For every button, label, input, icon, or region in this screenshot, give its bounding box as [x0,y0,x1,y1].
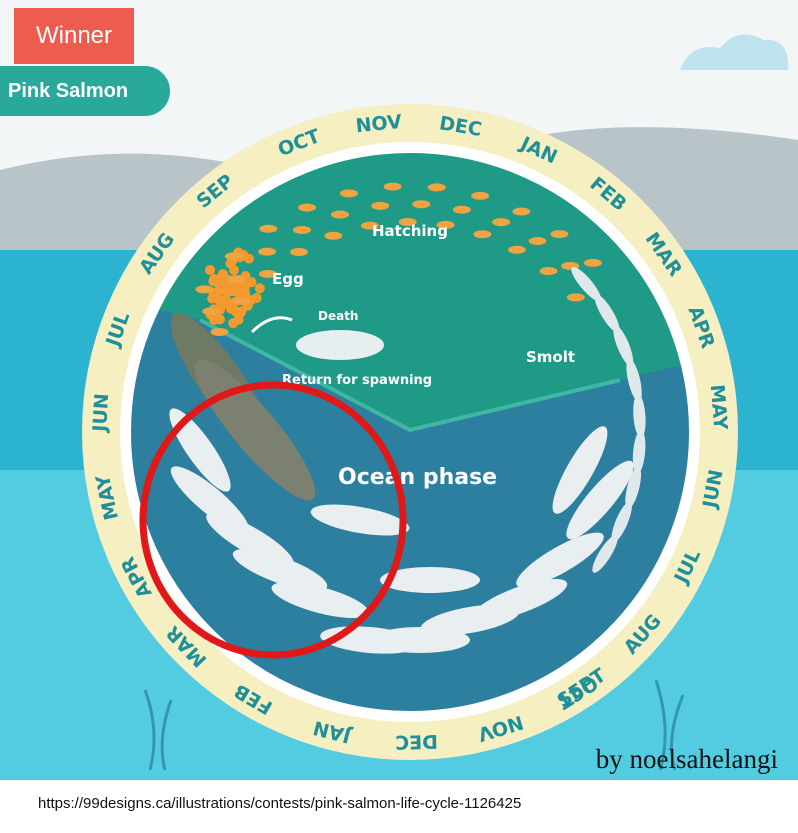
fry [293,226,311,234]
egg [205,265,215,275]
fry [210,328,228,336]
stage-egg: Egg [272,270,304,288]
fry [225,252,243,260]
fry [567,293,585,301]
month-label: DEC [395,730,438,753]
fry [371,202,389,210]
fry [508,246,526,254]
fry [428,183,446,191]
fry [259,225,277,233]
egg [221,285,231,295]
fry [529,237,547,245]
stage-smolt: Smolt [526,348,575,366]
stage-ocean: Ocean phase [338,465,497,490]
fry [584,259,602,267]
fry [471,192,489,200]
fry [550,230,568,238]
artist-credit: by noelsahelangi [596,744,778,775]
fry [331,211,349,219]
species-badge: Pink Salmon [0,66,170,116]
fry [195,285,213,293]
fry [512,208,530,216]
fry [340,189,358,197]
stage-hatching: Hatching [372,222,448,240]
fry [539,267,557,275]
fry [473,230,491,238]
egg [255,283,265,293]
source-url[interactable]: https://99designs.ca/illustrations/conte… [38,795,521,812]
fry [228,275,246,283]
fry [290,248,308,256]
month-label: JUN [89,393,113,435]
egg [228,318,238,328]
month-label: MAY [706,384,732,431]
egg [215,314,225,324]
fry [298,204,316,212]
winner-badge: Winner [14,8,134,64]
fry [202,307,220,315]
fry [258,248,276,256]
dead-salmon [296,330,384,360]
fry [453,206,471,214]
month-label: NOV [355,111,404,138]
fry [384,183,402,191]
egg [218,269,228,279]
stage-death: Death [318,309,358,323]
egg [220,298,230,308]
fry [412,200,430,208]
fry [324,232,342,240]
egg [208,276,218,286]
fry [232,297,250,305]
fry [492,218,510,226]
